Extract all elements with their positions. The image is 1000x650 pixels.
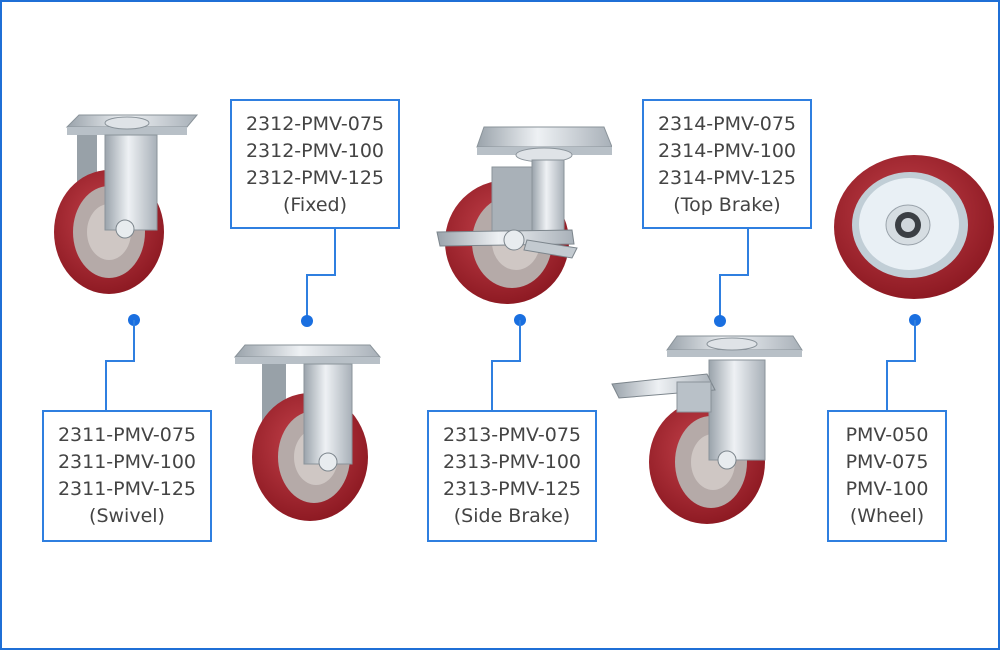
connector-line	[105, 360, 107, 410]
label-swivel: 2311-PMV-075 2311-PMV-100 2311-PMV-125 (…	[42, 410, 212, 542]
part-number: 2312-PMV-075	[245, 113, 385, 135]
connector-line	[886, 360, 916, 362]
connector-line	[719, 274, 721, 320]
wheel-icon	[834, 155, 994, 299]
label-wheel: PMV-050 PMV-075 PMV-100 (Wheel)	[827, 410, 947, 542]
part-number: 2311-PMV-100	[57, 451, 197, 473]
connector-line	[747, 228, 749, 276]
top-brake-caster-icon	[611, 335, 803, 524]
connector-dot-4	[714, 315, 726, 327]
connector-line	[491, 360, 521, 362]
part-number: 2313-PMV-100	[442, 451, 582, 473]
part-number: 2312-PMV-125	[245, 167, 385, 189]
label-side-brake: 2313-PMV-075 2313-PMV-100 2313-PMV-125 (…	[427, 410, 597, 542]
part-number: 2311-PMV-075	[57, 424, 197, 446]
connector-line	[105, 360, 135, 362]
connector-dot-2	[301, 315, 313, 327]
caster-type: (Top Brake)	[673, 194, 781, 216]
part-number: 2314-PMV-075	[657, 113, 797, 135]
part-number: 2313-PMV-075	[442, 424, 582, 446]
connector-line	[886, 360, 888, 410]
caster-type: (Swivel)	[89, 505, 165, 527]
caster-type: (Fixed)	[282, 194, 348, 216]
connector-line	[133, 320, 135, 362]
connector-line	[306, 274, 308, 320]
fixed-caster-icon	[233, 344, 382, 521]
label-fixed: 2312-PMV-075 2312-PMV-100 2312-PMV-125 (…	[230, 99, 400, 229]
part-number: PMV-075	[845, 451, 929, 473]
part-number: 2311-PMV-125	[57, 478, 197, 500]
connector-line	[914, 320, 916, 362]
part-number: PMV-100	[845, 478, 929, 500]
connector-line	[519, 320, 521, 362]
caster-type: (Wheel)	[849, 505, 925, 527]
part-number: PMV-050	[845, 424, 929, 446]
swivel-caster-icon	[54, 114, 199, 294]
side-brake-caster-icon	[436, 126, 612, 304]
part-number: 2312-PMV-100	[245, 140, 385, 162]
connector-line	[306, 274, 336, 276]
label-top-brake: 2314-PMV-075 2314-PMV-100 2314-PMV-125 (…	[642, 99, 812, 229]
caster-type: (Side Brake)	[453, 505, 571, 527]
part-number: 2314-PMV-100	[657, 140, 797, 162]
connector-line	[491, 360, 493, 410]
connector-line	[334, 228, 336, 276]
connector-line	[719, 274, 749, 276]
part-number: 2314-PMV-125	[657, 167, 797, 189]
part-number: 2313-PMV-125	[442, 478, 582, 500]
